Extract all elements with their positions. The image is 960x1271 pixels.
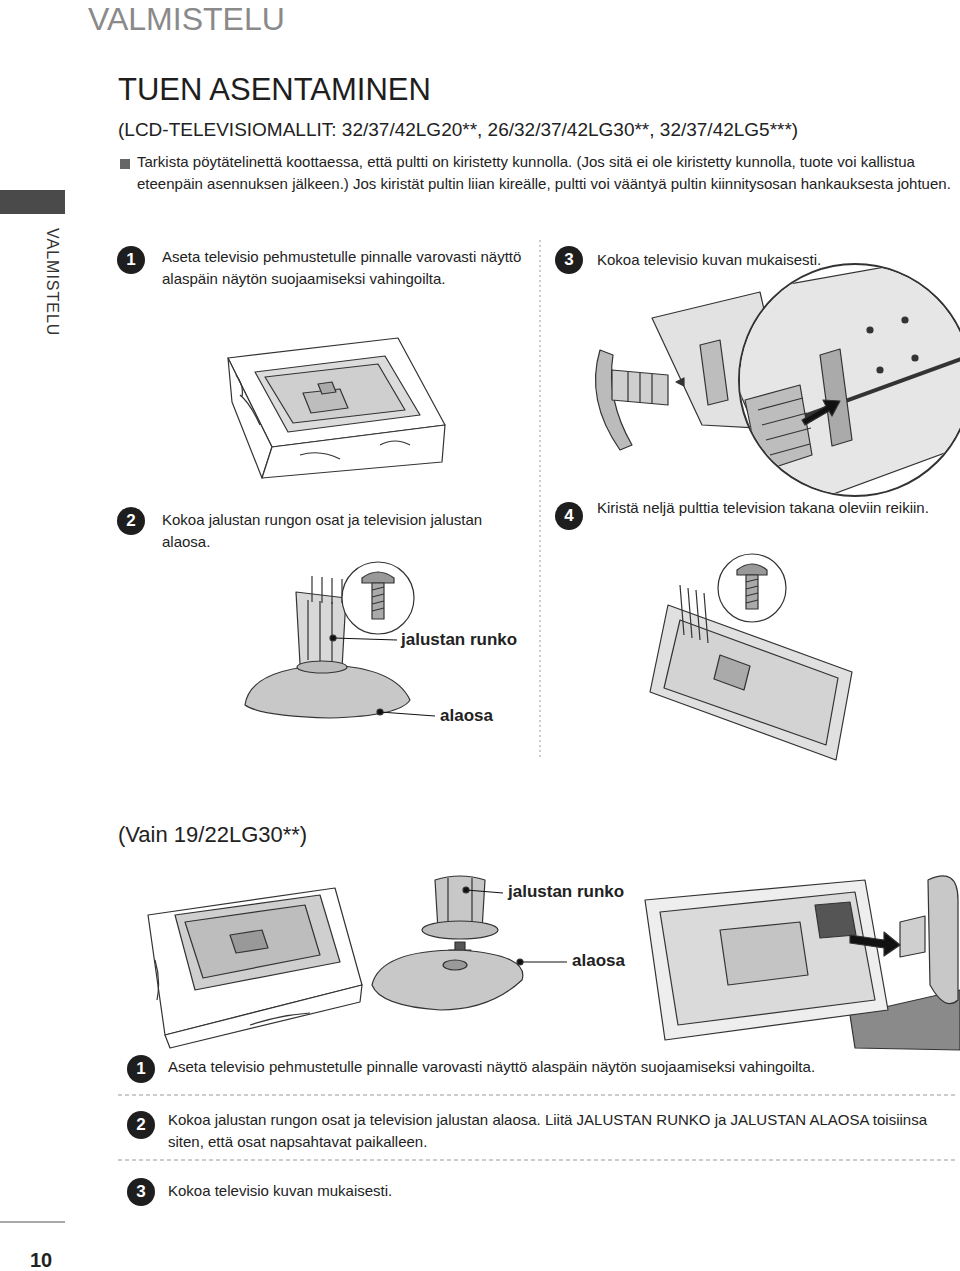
side-tab — [0, 190, 65, 214]
small-model-illustration — [148, 876, 960, 1050]
step-text: Aseta televisio pehmustetulle pinnalle v… — [168, 1056, 958, 1078]
step-text: Kokoa jalustan rungon osat ja television… — [168, 1109, 958, 1153]
step-number: 2 — [117, 507, 145, 535]
part-label: jalustan runko — [508, 882, 624, 902]
tv-assembly — [596, 250, 960, 510]
step-text: Kokoa televisio kuvan mukaisesti. — [168, 1180, 958, 1202]
column-divider — [540, 240, 541, 760]
part-label: alaosa — [440, 706, 493, 726]
step-number: 3 — [127, 1178, 155, 1206]
step-number-text: 1 — [136, 1059, 145, 1079]
step-number: 3 — [555, 246, 583, 274]
step-divider — [118, 1159, 958, 1160]
footer-rule — [0, 1221, 65, 1222]
model-note: (Vain 19/22LG30**) — [118, 822, 307, 848]
step-number: 1 — [127, 1055, 155, 1083]
step-divider — [118, 1094, 958, 1095]
page-header: VALMISTELU — [88, 0, 508, 38]
step-number: 2 — [127, 1111, 155, 1139]
page-number: 10 — [30, 1248, 52, 1271]
part-label: jalustan runko — [401, 630, 517, 650]
step-number: 4 — [555, 502, 583, 530]
model-list: (LCD-TELEVISIOMALLIT: 32/37/42LG20**, 26… — [118, 118, 953, 141]
step-number-text: 2 — [136, 1115, 145, 1135]
step-text: Aseta televisio pehmustetulle pinnalle v… — [162, 246, 534, 290]
tv-on-cushion — [228, 338, 445, 478]
part-label: alaosa — [572, 951, 625, 971]
note-text: Tarkista pöytätelinettä koottaessa, että… — [137, 151, 952, 195]
step-text: Kiristä neljä pulttia television takana … — [597, 497, 957, 519]
step-number-text: 3 — [564, 250, 573, 270]
step-text: Kokoa televisio kuvan mukaisesti. — [597, 249, 947, 271]
step-number-text: 4 — [564, 506, 573, 526]
tv-back-screws — [650, 554, 852, 760]
step-number-text: 2 — [126, 511, 135, 531]
step-number-text: 3 — [136, 1182, 145, 1202]
step-text: Kokoa jalustan rungon osat ja television… — [162, 509, 534, 553]
step-number: 1 — [117, 246, 145, 274]
section-title: TUEN ASENTAMINEN — [118, 72, 431, 108]
bullet-square — [120, 159, 130, 169]
side-tab-label: VALMISTELU — [43, 228, 62, 336]
step-number-text: 1 — [126, 250, 135, 270]
